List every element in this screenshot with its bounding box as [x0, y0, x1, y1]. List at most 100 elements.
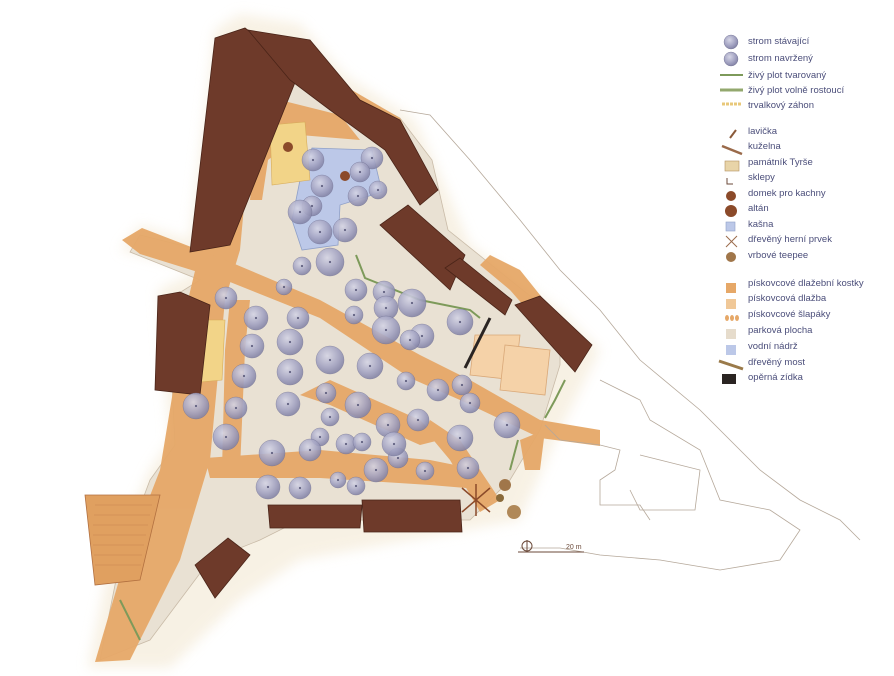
legend-item: domek pro kachny [718, 186, 826, 200]
legend-item: pískovcové dlažební kostky [718, 276, 864, 290]
legend-item: kuželna [718, 140, 781, 154]
legend-label: živý plot volně rostoucí [748, 84, 845, 96]
tree-trunk [408, 338, 412, 342]
sandstone-paving-icon [718, 292, 742, 306]
tree-trunk [324, 391, 328, 395]
legend-label: pískovcové dlažební kostky [748, 277, 864, 289]
legend-label: vodní nádrž [748, 340, 798, 352]
tree-trunk [370, 156, 374, 160]
tree-trunk [328, 415, 332, 419]
wooden-bridge-icon [718, 355, 742, 369]
play-area [461, 484, 491, 516]
legend-item: opěrná zídka [718, 371, 803, 385]
tree-trunk [396, 456, 400, 460]
tree-trunk [382, 290, 386, 294]
tree-trunk [328, 358, 332, 362]
tree-trunk [298, 486, 302, 490]
tree-trunk [423, 469, 427, 473]
legend-label: sklepy [748, 172, 775, 183]
retaining-wall [463, 317, 492, 369]
legend-item: trvalkový záhon [718, 98, 814, 112]
fountain-icon [718, 217, 742, 231]
tree-trunk [318, 230, 322, 234]
wooden-play-element-icon [718, 233, 742, 247]
duck-house-icon [718, 186, 742, 200]
tree-trunk [300, 264, 304, 268]
tree-trunk [358, 170, 362, 174]
legend-label: živý plot tvarovaný [748, 69, 827, 81]
tree-trunk [416, 418, 420, 422]
wooden-deck [84, 494, 161, 586]
gazebo [283, 142, 350, 181]
legend-item: vrbové teepee [718, 248, 808, 262]
tree-trunk [458, 436, 462, 440]
tree-trunk [296, 316, 300, 320]
tree-trunk [384, 328, 388, 332]
tree-trunk [352, 313, 356, 317]
tree-trunk [356, 194, 360, 198]
tree-trunk [392, 442, 396, 446]
legend-item: dřevěný herní prvek [718, 233, 832, 247]
legend-item: lavička [718, 124, 777, 138]
tree-trunk [410, 301, 414, 305]
legend-label: trvalkový záhon [748, 99, 815, 111]
tree-trunk [436, 388, 440, 392]
tree-trunk [466, 466, 470, 470]
legend-item: sklepy [718, 171, 775, 185]
existing-tree-icon [718, 34, 742, 48]
legend-label: pískovcové šlapáky [748, 309, 831, 321]
tree-trunk [308, 448, 312, 452]
scale-label: 20 m [566, 544, 582, 551]
tree-trunk [288, 340, 292, 344]
tree-trunk [234, 406, 238, 410]
tree-trunk [288, 370, 292, 374]
tree-trunk [310, 204, 314, 208]
legend-item: pískovcové šlapáky [718, 308, 830, 322]
legend-label: kuželna [748, 141, 781, 152]
legend-item: živý plot volně rostoucí [718, 83, 844, 97]
water-tank-icon [718, 339, 742, 353]
tree-trunk [420, 334, 424, 338]
legend-label: vrbové teepee [748, 249, 809, 261]
legend-label: domek pro kachny [748, 187, 826, 199]
tree-trunk [384, 306, 388, 310]
tree-trunk [224, 296, 228, 300]
tree-trunk [374, 468, 378, 472]
tree-trunk [354, 288, 358, 292]
tree-trunk [250, 344, 254, 348]
tree-trunk [468, 401, 472, 405]
tree-trunk [318, 435, 322, 439]
legend-symbols [718, 34, 744, 384]
legend-item: dřevěný most [718, 355, 805, 369]
legend-item: vodní nádrž [718, 339, 798, 353]
tree-trunk [320, 184, 324, 188]
perennial-beds [199, 121, 311, 383]
tree-trunk [254, 316, 258, 320]
legend-label: opěrná zídka [748, 372, 803, 384]
legend-item: altán [718, 202, 769, 216]
tree-trunk [224, 435, 228, 439]
legend-item: strom navržený [718, 51, 813, 65]
legend-label: pískovcová dlažba [748, 293, 827, 305]
legend-label: altán [748, 203, 769, 214]
tree-trunk [286, 402, 290, 406]
free-hedge-icon [718, 83, 742, 97]
legend-label: lavička [748, 125, 778, 137]
sandstone-paving [469, 334, 551, 396]
tree-trunk [368, 364, 372, 368]
retaining-wall-icon [718, 371, 742, 385]
trees [182, 146, 521, 500]
proposed-tree-icon [718, 51, 742, 65]
adjacent-outline [399, 109, 861, 571]
legend-label: kašna [748, 218, 774, 230]
stepping-stones-icon [718, 308, 742, 322]
willow-teepee-icon [718, 248, 742, 262]
scale-bar [518, 540, 584, 553]
legend-label: strom stávající [748, 35, 810, 47]
tree-trunk [344, 442, 348, 446]
legend-label: strom navržený [748, 52, 813, 64]
bench-icon [718, 124, 742, 138]
legend-item: památník Tyrše [718, 155, 813, 169]
tree-trunk [270, 451, 274, 455]
